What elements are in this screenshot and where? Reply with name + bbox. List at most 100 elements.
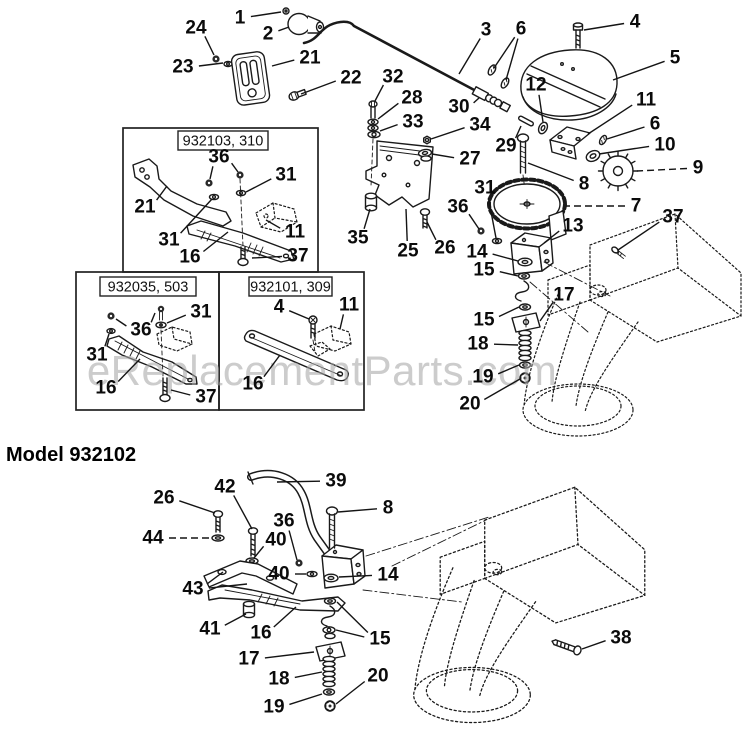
callout-16: 16 [242,374,263,395]
part-washer-33 [367,130,381,139]
callout-11: 11 [285,222,306,243]
leader-line-36 [115,318,127,327]
part-gear-9 [597,150,639,192]
part-plate-17-bottom [315,641,346,662]
callout-9: 9 [693,158,704,179]
part-washer-19-bottom [322,688,336,696]
part-washer-27 [417,148,433,162]
callout-18: 18 [467,334,488,355]
inset-label: 932101, 309 [250,280,331,296]
leader-line-31 [245,178,272,193]
projection-line-upper-1 [543,261,611,297]
callout-35: 35 [347,228,369,249]
leader-line-24 [204,35,215,56]
callout-31: 31 [86,345,108,366]
leader-line-23 [198,62,224,67]
part-nut-34 [423,135,431,145]
callout-39: 39 [325,471,346,492]
part-screw-37 [611,246,626,260]
leader-line-5 [612,60,665,81]
callout-26: 26 [434,238,455,259]
callout-14: 14 [377,565,399,586]
callout-16: 16 [95,378,116,399]
part-screw-38 [551,639,582,656]
leader-line-9 [636,167,688,172]
part-bolt-4 [572,22,584,49]
leader-line-36 [209,166,214,180]
leader-line-36 [288,530,298,561]
leader-line-17 [264,651,315,659]
callout-36: 36 [130,320,151,341]
leader-line-6 [493,36,516,69]
part-washer-40b [306,570,318,578]
leader-line-12 [538,94,544,123]
projection-line-lower-1 [365,516,490,557]
callout-31: 31 [190,302,212,323]
callout-22: 22 [340,68,361,89]
part-bracket-11-inset2 [156,326,193,352]
part-spring-18-bottom [322,655,336,688]
centerline-inset1 [239,178,244,247]
part-rod-coupler-30 [471,86,511,113]
part-washer-12 [537,121,549,135]
part-nut-24 [211,54,221,64]
callout-19: 19 [263,697,284,718]
leader-line-16 [117,358,141,382]
leader-line-11 [265,219,281,229]
leader-line-30 [473,97,480,104]
callout-40: 40 [268,564,289,585]
leader-line-14 [338,574,373,578]
part-bolt-26 [419,208,431,229]
part-bracket-11 [549,126,591,160]
leader-line-25 [405,208,408,242]
leader-line-37 [617,221,660,251]
leader-line-21 [271,59,295,67]
callout-41: 41 [199,619,221,640]
leader-line-11 [587,104,633,135]
part-sprocket-7 [487,177,567,241]
leader-line-20 [483,378,521,401]
callout-31: 31 [275,165,297,186]
callout-15: 15 [369,629,391,650]
leader-line-16 [202,231,229,253]
part-washer-14-bottom [323,573,339,583]
leader-line-8 [337,508,378,513]
leader-line-34 [430,127,465,140]
callout-36: 36 [208,147,229,168]
part-bracket-13 [510,232,554,275]
leader-line-2 [278,26,290,32]
callout-15: 15 [473,260,495,281]
callout-12: 12 [525,75,546,96]
projection-line-lower-2 [391,519,487,567]
callout-2: 2 [263,24,274,45]
leader-line-41 [224,613,247,626]
callout-23: 23 [172,57,193,78]
part-arm-16-bottom [207,584,346,612]
leader-line-15 [498,306,520,318]
part-bolt-37-inset2 [159,377,171,403]
part-handle-39 [247,469,331,556]
part-bolt-8-bottom [325,506,339,549]
callout-33: 33 [402,112,423,133]
leader-line-32 [374,84,385,102]
leader-line-19 [289,693,323,706]
callout-15: 15 [473,310,495,331]
part-bracket-11-inset1 [255,202,298,233]
chute-assembly-upper [522,213,742,437]
part-washer-31-inset2a [155,321,167,329]
leader-line-6 [606,126,645,140]
leader-line-14 [492,253,519,262]
leader-line-43 [208,583,248,589]
callout-20: 20 [459,394,480,415]
leader-line-10 [598,145,650,155]
callout-16: 16 [179,247,200,268]
callout-31: 31 [474,178,496,199]
callout-28: 28 [401,88,422,109]
callout-36: 36 [447,197,468,218]
part-washer-23 [223,60,233,68]
centerline-inset2 [160,329,164,377]
callout-37: 37 [662,207,683,228]
part-bolt-36-inset2 [157,305,165,321]
